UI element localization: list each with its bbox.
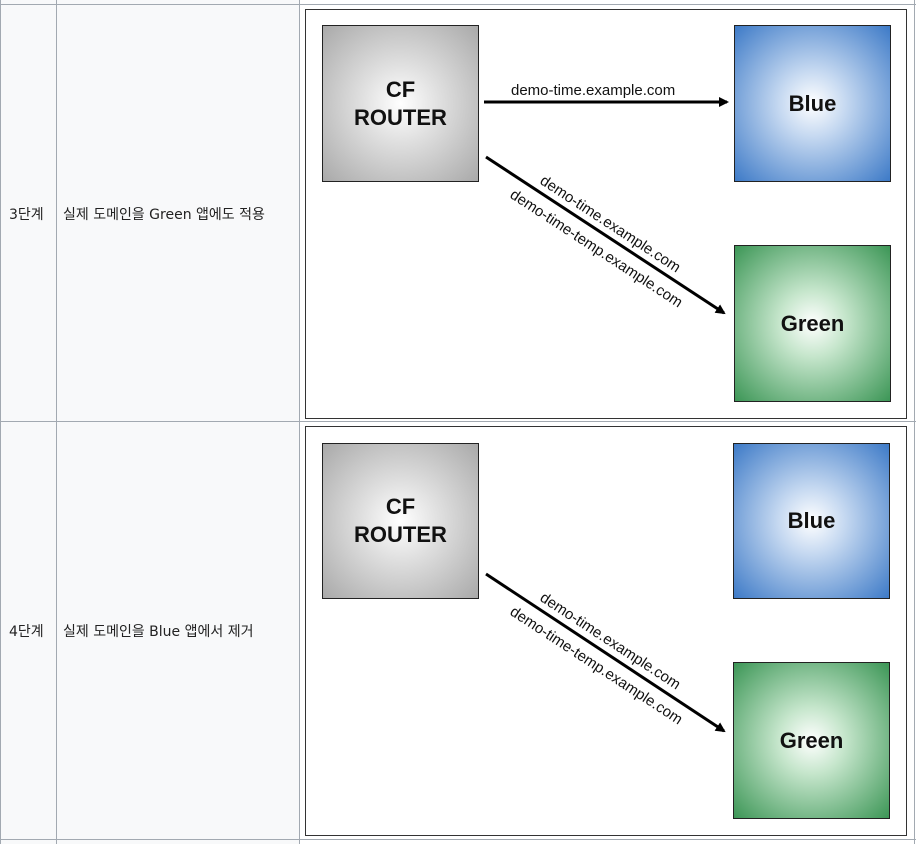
arrow-router-to-green-3 [485,155,726,315]
blue-app-label: Blue [788,90,837,116]
cf-router-box-4: CF ROUTER [322,443,479,599]
arrow-router-to-green-4 [485,572,726,733]
router-label-line1: CF [385,76,416,102]
router-label-line2: ROUTER [354,104,447,130]
blue-app-label: Blue [787,508,836,533]
router-label-line2: ROUTER [354,522,447,547]
blue-app-box-4: Blue [733,443,890,599]
cf-router-box-3: CF ROUTER [322,25,479,182]
step-column-bg [1,0,57,844]
row-divider-top [0,4,916,5]
step-label-4: 4단계 [9,624,44,640]
blue-app-box-3: Blue [734,25,891,182]
route-label-blue-3: demo-time.example.com [511,82,675,99]
green-app-label: Green [780,310,845,336]
step-label-3: 3단계 [9,207,44,223]
column-divider-description [299,0,300,844]
router-label-line1: CF [385,494,416,519]
description-column-bg [57,0,299,844]
column-divider-left [0,0,1,844]
description-3: 실제 도메인을 Green 앱에도 적용 [63,207,265,223]
column-divider-right [914,0,915,844]
description-4: 실제 도메인을 Blue 앱에서 제거 [63,624,254,640]
row-divider-middle [0,421,916,422]
column-divider-step [56,0,57,844]
green-app-label: Green [779,727,844,753]
row-divider-bottom [0,839,916,840]
green-app-box-3: Green [734,245,891,402]
green-app-box-4: Green [733,662,890,819]
